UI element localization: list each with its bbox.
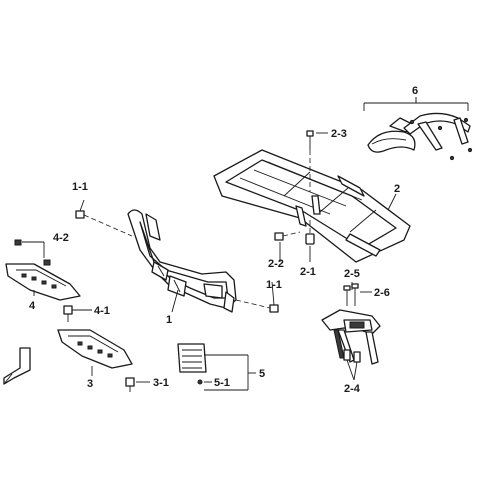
bolt-axis [282, 231, 301, 237]
collar-2-1 [305, 220, 315, 245]
bolt-dot [467, 147, 473, 153]
clip [14, 239, 22, 246]
footrest-slot [77, 341, 83, 346]
rear-rack [213, 149, 411, 263]
footrest-slot [41, 280, 47, 285]
clip [43, 259, 51, 266]
bolt-head [351, 283, 359, 289]
rack-crossbar [253, 169, 347, 207]
leader [346, 359, 355, 381]
bolt-3-1 [125, 377, 135, 392]
callout-1-1-top: 1-1 [72, 181, 88, 193]
footrest-slot [31, 276, 37, 281]
callout-6: 6 [412, 85, 418, 97]
callout-2-5: 2-5 [344, 268, 360, 280]
bolt-2-2 [274, 231, 301, 241]
callout-2-2: 2-2 [268, 258, 284, 270]
bracket-hatch [3, 373, 13, 385]
collar-body [305, 233, 315, 245]
bumper-hatch [173, 279, 181, 293]
backrest-grab-bar [363, 97, 473, 161]
footrest-slot [87, 345, 93, 350]
callout-5: 5 [259, 368, 265, 380]
mud-plate [177, 343, 256, 391]
left-footrest-guard [5, 263, 81, 301]
bolt-head [274, 232, 284, 241]
bumper-mount-bracket [145, 213, 161, 241]
rack-front-rail [345, 233, 381, 257]
leader [353, 361, 358, 381]
callout-2: 2 [394, 183, 400, 195]
rear-mount-bracket [321, 283, 381, 381]
bumper-bracket [203, 283, 223, 299]
callout-3-1: 3-1 [153, 377, 169, 389]
callout-5-1: 5-1 [214, 377, 230, 389]
callout-4-1: 4-1 [94, 305, 110, 317]
rack-rib [319, 187, 349, 213]
right-footrest-guard [57, 329, 133, 369]
callout-3: 3 [87, 378, 93, 390]
bolt-dot [463, 117, 469, 123]
callout-1: 1 [166, 314, 172, 326]
front-bumper [127, 209, 237, 313]
bolt-dot [409, 119, 415, 125]
leader-lines [33, 97, 417, 383]
bracket-leg-right [365, 331, 379, 365]
plate-body [177, 343, 207, 373]
bolt-head [125, 377, 135, 387]
bolt-head [75, 210, 85, 219]
bolt-1-1-bottom [235, 299, 279, 313]
callout-2-3: 2-3 [331, 128, 347, 140]
bolt-axis [83, 214, 133, 237]
footrest-slot [97, 349, 103, 354]
callout-2-6: 2-6 [374, 287, 390, 299]
grab-bar-tube [403, 112, 471, 135]
side-bracket [3, 347, 31, 385]
bracket-body [3, 347, 31, 385]
bolt-dot [449, 155, 455, 161]
footrest-slot [107, 353, 113, 358]
bolt-head [63, 305, 73, 315]
backrest-cushion [367, 130, 416, 153]
rack-rib [349, 209, 377, 233]
callout-2-1: 2-1 [300, 266, 316, 278]
bolt-axis [235, 299, 271, 309]
cushion-seam [371, 138, 407, 145]
callout-1-1-bottom: 1-1 [266, 279, 282, 291]
washer [353, 351, 361, 363]
callout-4: 4 [29, 300, 36, 312]
footrest-edge [68, 335, 119, 353]
bumper-lower-tab [223, 291, 235, 313]
bolt-head [306, 130, 314, 137]
bolt-head [343, 285, 351, 291]
callout-2-4: 2-4 [344, 383, 361, 395]
footrest-slot [51, 284, 57, 289]
rack-crossbar [267, 161, 363, 201]
grab-bar-leg-left [417, 121, 443, 151]
clips-4-2 [14, 239, 51, 266]
bolt-1-1-top [75, 210, 133, 237]
footrest-edge [16, 269, 67, 287]
bolt-dot [437, 125, 443, 131]
grab-bar-leg-right [453, 117, 469, 145]
plate-screw [197, 379, 203, 385]
callout-labels: 6 2-3 2 1-1 4-2 4 4-1 1 1-1 2-2 2-1 2-5 … [29, 85, 418, 395]
bolt-head [269, 304, 279, 313]
rack-inner-deck [225, 159, 397, 249]
rack-leg [295, 205, 307, 227]
callout-4-2: 4-2 [53, 232, 69, 244]
bolt-2-3 [306, 130, 314, 192]
rack-handle-rail [337, 175, 365, 197]
rack-rib [283, 171, 311, 197]
bolt-4-1 [63, 305, 73, 322]
footrest-slot [21, 273, 27, 278]
bracket-slot [349, 321, 365, 329]
bumper-hatch [157, 265, 165, 277]
rack-leg [311, 195, 321, 215]
footrest-plate [57, 329, 133, 369]
washer [343, 349, 351, 361]
